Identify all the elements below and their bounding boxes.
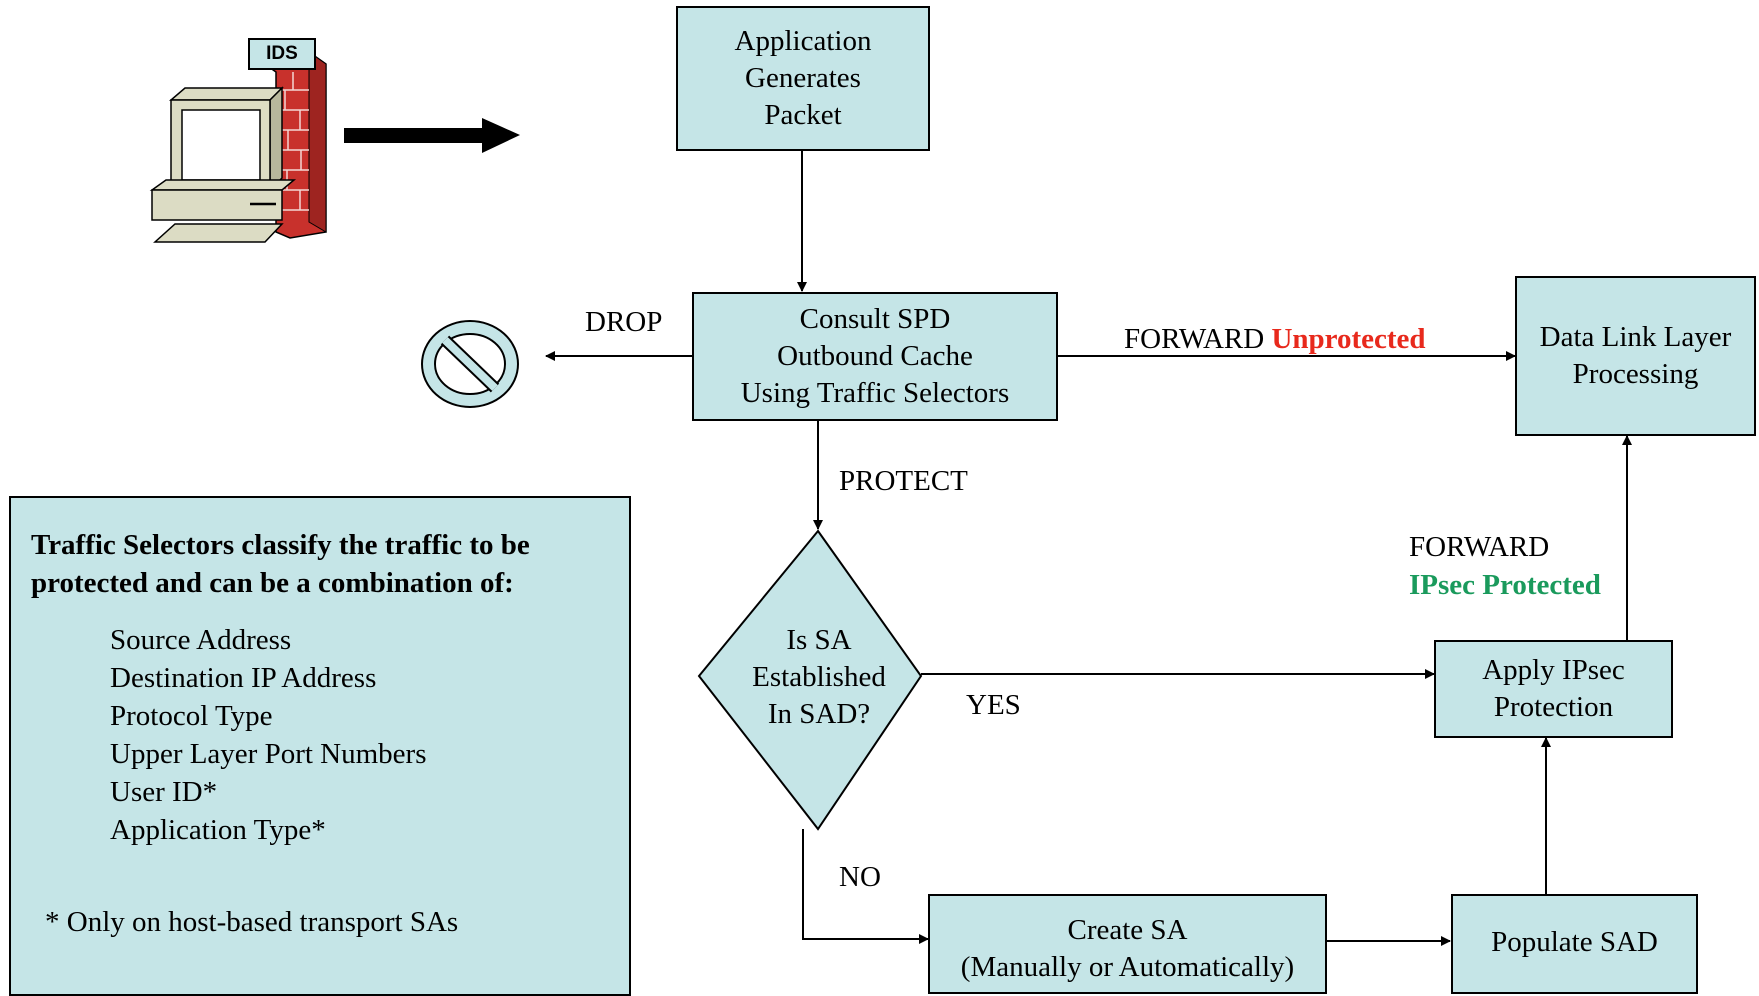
traffic-selectors-heading-line: Traffic Selectors classify the traffic t… bbox=[31, 529, 530, 561]
node-application-line: Generates bbox=[745, 62, 861, 94]
computer-firewall-icon bbox=[149, 51, 327, 243]
traffic-selectors-box: Traffic Selectors classify the traffic t… bbox=[9, 496, 631, 996]
node-application-line: Application bbox=[734, 25, 872, 57]
label-forward-unprotected: FORWARD Unprotected bbox=[1124, 322, 1426, 356]
decision-line: Is SA bbox=[786, 624, 852, 656]
ids-badge: IDS bbox=[248, 38, 316, 70]
node-consult-spd: Consult SPD Outbound Cache Using Traffic… bbox=[692, 292, 1058, 421]
traffic-selectors-heading: Traffic Selectors classify the traffic t… bbox=[31, 526, 530, 602]
ids-badge-label: IDS bbox=[266, 43, 298, 64]
node-populate-sad: Populate SAD bbox=[1451, 894, 1698, 994]
list-item: User ID* bbox=[110, 776, 218, 808]
label-protect: PROTECT bbox=[839, 465, 968, 497]
arrow-decision-to-create bbox=[802, 829, 929, 944]
node-data-link: Data Link Layer Processing bbox=[1515, 276, 1756, 436]
decision-diamond bbox=[697, 529, 923, 831]
node-apply-ipsec: Apply IPsec Protection bbox=[1434, 640, 1673, 738]
flow-arrow-icon bbox=[344, 118, 520, 153]
decision-text: Is SA Established In SAD? bbox=[719, 622, 919, 733]
node-application-line: Packet bbox=[764, 99, 842, 131]
list-item: Protocol Type bbox=[110, 700, 273, 732]
node-datalink-line: Data Link Layer bbox=[1539, 321, 1732, 353]
decision-line: In SAD? bbox=[767, 698, 871, 730]
traffic-selectors-list: Source Address Destination IP Address Pr… bbox=[110, 621, 427, 849]
traffic-selectors-footnote: * Only on host-based transport SAs bbox=[45, 906, 459, 938]
node-populate-label: Populate SAD bbox=[1491, 926, 1658, 958]
node-spd-line: Consult SPD bbox=[799, 303, 951, 335]
label-drop: DROP bbox=[585, 306, 663, 338]
label-forward-unprotected-prefix: FORWARD bbox=[1124, 323, 1265, 355]
list-item: Upper Layer Port Numbers bbox=[110, 738, 427, 770]
node-apply-line: Protection bbox=[1493, 691, 1614, 723]
node-spd-line: Outbound Cache bbox=[777, 340, 973, 372]
label-forward-protected-prefix: FORWARD bbox=[1409, 531, 1550, 563]
node-application: Application Generates Packet bbox=[676, 6, 930, 151]
node-datalink-line: Processing bbox=[1572, 358, 1699, 390]
list-item: Application Type* bbox=[110, 814, 326, 846]
list-item: Source Address bbox=[110, 624, 292, 656]
label-unprotected: Unprotected bbox=[1271, 323, 1426, 355]
node-create-line: (Manually or Automatically) bbox=[960, 951, 1295, 983]
node-apply-line: Apply IPsec bbox=[1482, 654, 1625, 686]
traffic-selectors-heading-line: protected and can be a combination of: bbox=[31, 567, 514, 599]
node-create-line: Create SA bbox=[1067, 914, 1188, 946]
node-spd-line: Using Traffic Selectors bbox=[740, 377, 1010, 409]
node-create-sa: Create SA (Manually or Automatically) bbox=[928, 894, 1327, 994]
list-item: Destination IP Address bbox=[110, 662, 377, 694]
label-yes: YES bbox=[966, 689, 1021, 721]
label-forward-protected: FORWARD IPsec Protected bbox=[1409, 528, 1601, 604]
decision-line: Established bbox=[752, 661, 886, 693]
label-no: NO bbox=[839, 861, 881, 893]
prohibited-icon bbox=[421, 320, 519, 408]
label-ipsec-protected: IPsec Protected bbox=[1409, 569, 1601, 601]
